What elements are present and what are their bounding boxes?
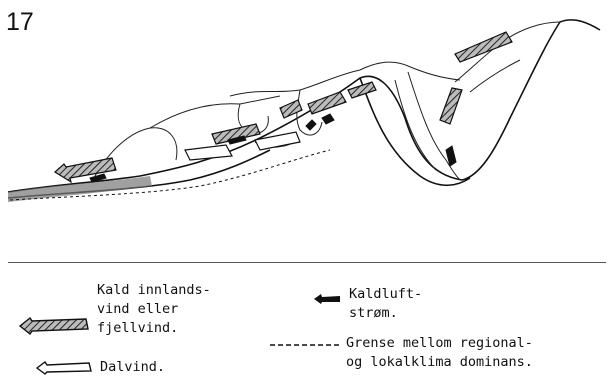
dashed-line-icon — [270, 342, 340, 348]
legend-cold-wind-line-3: fjellvind. — [97, 319, 178, 338]
black-arrow-icon — [312, 293, 342, 305]
legend-cold-air-line-2: strøm. — [349, 304, 398, 323]
legend-valley-wind: Dalvind. — [100, 358, 165, 377]
legend-cold-wind-line-2: vind eller — [97, 300, 178, 319]
outline-arrow-icon — [35, 359, 93, 375]
legend-boundary-line-2: og lokalklima dominans. — [346, 353, 533, 372]
legend-cold-air-line-1: Kaldluft- — [349, 285, 422, 304]
legend-cold-wind-line-1: Kald innlands- — [97, 281, 211, 300]
hatched-arrow-icon — [18, 314, 92, 336]
hatched-arrows — [55, 32, 512, 182]
ground-band — [8, 176, 152, 202]
legend-boundary-line-1: Grense mellom regional- — [346, 334, 533, 353]
legend-divider — [8, 262, 606, 263]
landscape-diagram — [0, 0, 608, 270]
